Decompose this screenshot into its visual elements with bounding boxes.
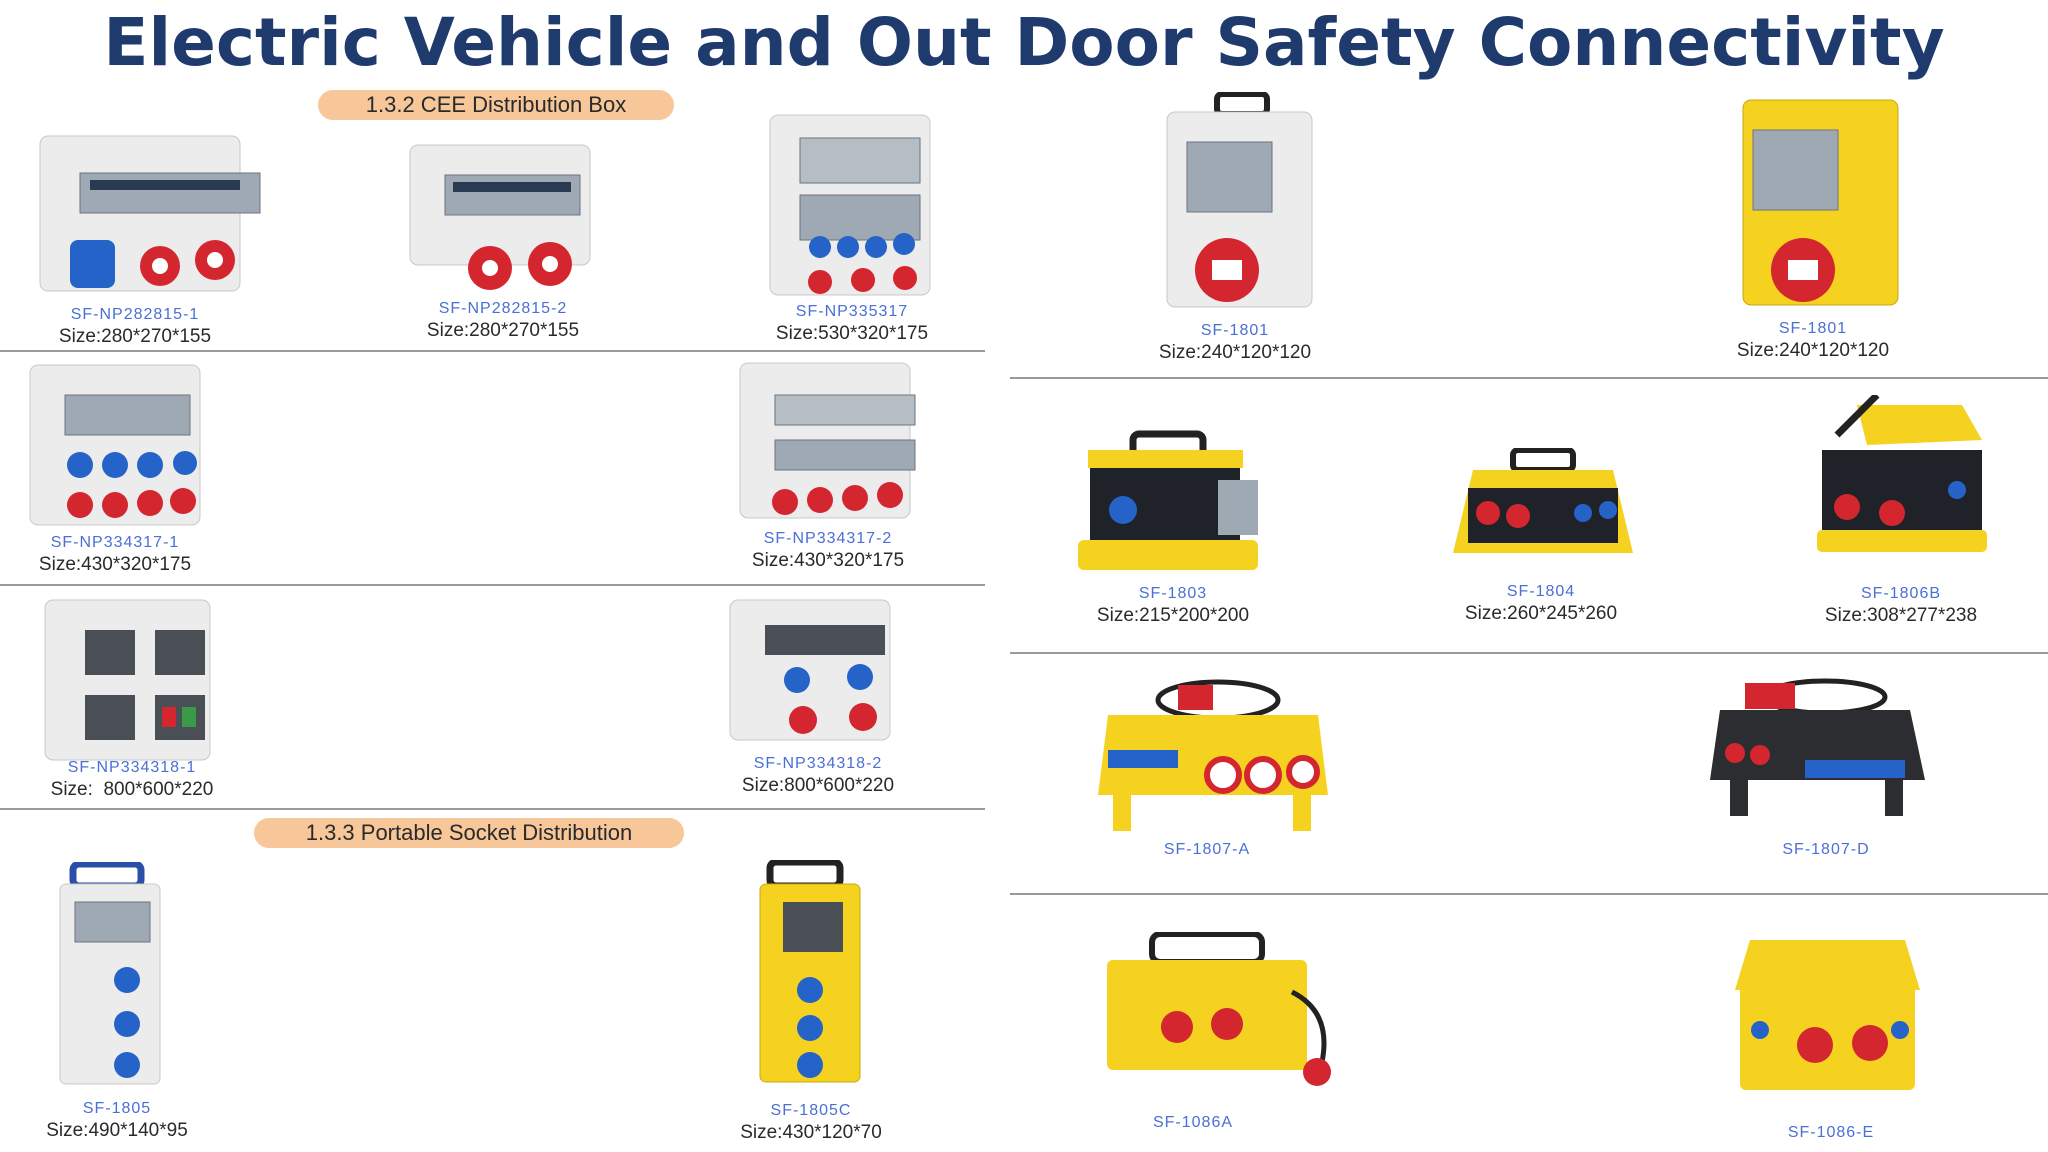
model-number: SF-1086A	[1152, 1114, 1234, 1131]
product-image-sf-np282815-2	[405, 140, 600, 295]
model-number: SF-1803	[1138, 585, 1208, 602]
size-label: Size:430*120*70	[740, 1122, 882, 1143]
model-number: SF-1806B	[1860, 585, 1942, 602]
product-caption: SF-NP335317 Size:530*320*175	[682, 303, 1022, 345]
model-number: SF-1801	[1778, 320, 1848, 337]
model-number: SF-1807-D	[1782, 841, 1870, 858]
product-image-sf-1804	[1448, 448, 1638, 568]
product-image-sf-1805	[55, 862, 170, 1087]
size-label: Size:308*277*238	[1824, 605, 1978, 626]
size-label: Size:800*600*220	[741, 775, 895, 796]
divider	[0, 350, 985, 352]
product-image-sf-1807-d	[1705, 675, 1930, 820]
model-number: SF-NP335317	[795, 303, 909, 320]
product-caption: SF-NP334317-1 Size:430*320*175	[0, 534, 285, 576]
product-image-sf-1807-a	[1098, 675, 1333, 835]
product-caption: SF-1807-D	[1656, 841, 1996, 859]
product-image-sf-1086a	[1092, 932, 1342, 1092]
model-number: SF-NP334318-1	[67, 759, 197, 776]
product-caption: SF-1805 Size:490*140*95	[0, 1100, 287, 1142]
model-number: SF-1804	[1506, 583, 1576, 600]
model-number: SF-1086-E	[1787, 1124, 1875, 1141]
model-number: SF-NP282815-1	[70, 306, 200, 323]
page-title: Electric Vehicle and Out Door Safety Con…	[103, 4, 1945, 81]
product-caption: SF-1801 Size:240*120*120	[1065, 322, 1405, 364]
model-number: SF-1805C	[770, 1102, 852, 1119]
section-label-portable: 1.3.3 Portable Socket Distribution	[254, 818, 684, 848]
product-image-sf-1803	[1078, 430, 1273, 580]
product-image-sf-1086-e	[1720, 935, 1935, 1100]
product-image-sf-np335317	[765, 110, 945, 300]
product-caption: SF-1803 Size:215*200*200	[1003, 585, 1343, 627]
model-number: SF-1807-A	[1163, 841, 1251, 858]
product-image-sf-np334318-1	[40, 595, 220, 765]
divider	[1010, 893, 2048, 895]
product-image-sf-np334318-2	[725, 595, 905, 745]
product-caption: SF-1086-E	[1661, 1124, 2001, 1142]
size-label: Size:530*320*175	[775, 323, 929, 344]
product-caption: SF-NP334317-2 Size:430*320*175	[658, 530, 998, 572]
model-number: SF-1801	[1200, 322, 1270, 339]
product-caption: SF-NP282815-1 Size:280*270*155	[0, 306, 305, 348]
product-image-sf-np282815-1	[30, 128, 265, 298]
product-image-sf-1806b	[1802, 395, 1997, 555]
model-number: SF-NP282815-2	[438, 300, 568, 317]
product-caption: SF-NP282815-2 Size:280*270*155	[333, 300, 673, 342]
size-label: Size:280*270*155	[58, 326, 212, 347]
size-label: Size:490*140*95	[46, 1120, 188, 1141]
divider	[0, 584, 985, 586]
product-image-sf-1801	[1162, 92, 1317, 312]
size-label: Size:430*320*175	[751, 550, 905, 571]
size-label: Size:240*120*120	[1158, 342, 1312, 363]
section-label-cee: 1.3.2 CEE Distribution Box	[318, 90, 674, 120]
size-label: Size: 800*600*220	[50, 779, 214, 800]
product-caption: SF-1807-A	[1037, 841, 1377, 859]
size-label: Size:280*270*155	[426, 320, 580, 341]
divider	[1010, 652, 2048, 654]
model-number: SF-NP334317-2	[763, 530, 893, 547]
model-number: SF-NP334318-2	[753, 755, 883, 772]
size-label: Size:215*200*200	[1096, 605, 1250, 626]
model-number: SF-1805	[82, 1100, 152, 1117]
model-number: SF-NP334317-1	[50, 534, 180, 551]
divider	[0, 808, 985, 810]
size-label: Size:260*245*260	[1464, 603, 1618, 624]
product-caption: SF-1806B Size:308*277*238	[1731, 585, 2048, 627]
product-caption: SF-1801 Size:240*120*120	[1643, 320, 1983, 362]
product-image-sf-np334317-2	[735, 355, 925, 525]
product-image-sf-1801	[1738, 95, 1903, 310]
product-image-sf-np334317-1	[25, 360, 210, 530]
product-image-sf-1805c	[755, 860, 870, 1085]
product-caption: SF-NP334318-2 Size:800*600*220	[648, 755, 988, 797]
product-caption: SF-NP334318-1 Size: 800*600*220	[0, 759, 302, 801]
product-caption: SF-1805C Size:430*120*70	[641, 1102, 981, 1144]
size-label: Size:430*320*175	[38, 554, 192, 575]
product-caption: SF-1804 Size:260*245*260	[1371, 583, 1711, 625]
product-caption: SF-1086A	[1023, 1114, 1363, 1132]
size-label: Size:240*120*120	[1736, 340, 1890, 361]
divider	[1010, 377, 2048, 379]
